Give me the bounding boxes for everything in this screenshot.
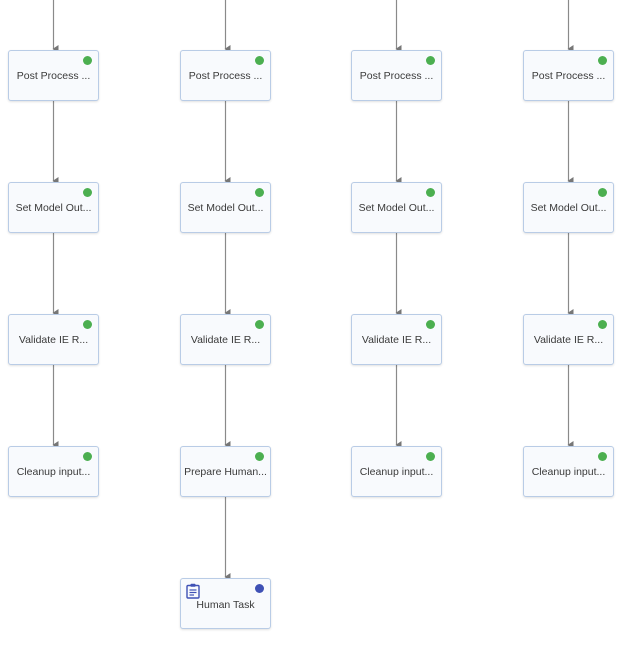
node-cleanup-input[interactable]: Cleanup input... (8, 446, 99, 497)
node-label: Post Process ... (359, 69, 434, 82)
status-dot-completed (426, 188, 435, 197)
node-label: Set Model Out... (187, 201, 264, 214)
node-label: Validate IE R... (533, 333, 604, 346)
status-dot-completed (255, 56, 264, 65)
node-post-process[interactable]: Post Process ... (8, 50, 99, 101)
status-dot-completed (598, 56, 607, 65)
status-dot-completed (83, 188, 92, 197)
node-label: Post Process ... (531, 69, 606, 82)
status-dot-completed (598, 188, 607, 197)
node-label: Set Model Out... (530, 201, 607, 214)
clipboard-icon (186, 583, 200, 599)
status-dot-completed (255, 188, 264, 197)
node-label: Post Process ... (188, 69, 263, 82)
status-dot-completed (598, 452, 607, 461)
status-dot-completed (83, 56, 92, 65)
node-label: Cleanup input... (16, 465, 91, 478)
status-dot-completed (83, 320, 92, 329)
node-validate-ie-r[interactable]: Validate IE R... (523, 314, 614, 365)
status-dot-completed (426, 452, 435, 461)
node-label: Validate IE R... (18, 333, 89, 346)
status-dot-active (255, 584, 264, 593)
status-dot-completed (255, 452, 264, 461)
node-validate-ie-r[interactable]: Validate IE R... (351, 314, 442, 365)
node-post-process[interactable]: Post Process ... (351, 50, 442, 101)
node-set-model-out[interactable]: Set Model Out... (523, 182, 614, 233)
status-dot-completed (426, 56, 435, 65)
node-label: Validate IE R... (361, 333, 432, 346)
status-dot-completed (83, 452, 92, 461)
status-dot-completed (598, 320, 607, 329)
node-validate-ie-r[interactable]: Validate IE R... (180, 314, 271, 365)
node-label: Validate IE R... (190, 333, 261, 346)
status-dot-completed (255, 320, 264, 329)
node-set-model-out[interactable]: Set Model Out... (351, 182, 442, 233)
node-set-model-out[interactable]: Set Model Out... (180, 182, 271, 233)
node-cleanup-input[interactable]: Cleanup input... (351, 446, 442, 497)
node-validate-ie-r[interactable]: Validate IE R... (8, 314, 99, 365)
node-prepare-human[interactable]: Prepare Human... (180, 446, 271, 497)
node-label: Cleanup input... (531, 465, 606, 478)
node-cleanup-input[interactable]: Cleanup input... (523, 446, 614, 497)
node-label: Cleanup input... (359, 465, 434, 478)
node-post-process[interactable]: Post Process ... (523, 50, 614, 101)
node-label: Human Task (196, 599, 255, 611)
node-label: Set Model Out... (15, 201, 92, 214)
node-label: Post Process ... (16, 69, 91, 82)
node-post-process[interactable]: Post Process ... (180, 50, 271, 101)
node-label: Prepare Human... (184, 465, 267, 478)
node-human-task[interactable]: Human Task (180, 578, 271, 629)
node-set-model-out[interactable]: Set Model Out... (8, 182, 99, 233)
node-label: Set Model Out... (358, 201, 435, 214)
status-dot-completed (426, 320, 435, 329)
